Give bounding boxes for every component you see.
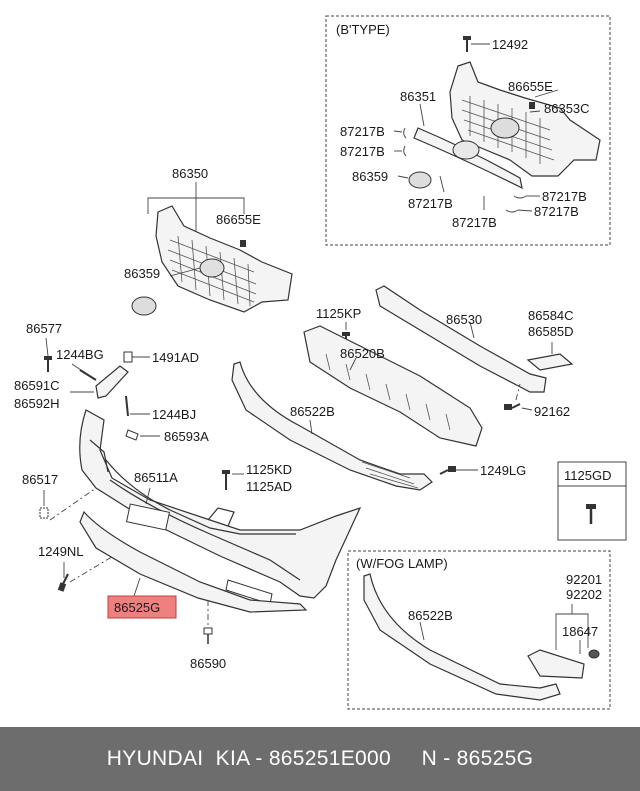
footer-catalog-code: N - 86525G <box>421 747 534 770</box>
label-87217b-5: 87217B <box>542 189 587 204</box>
footer-brand-part-number: HYUNDAI KIA - 865251E000 <box>106 747 391 770</box>
label-1249lg: 1249LG <box>480 463 526 478</box>
absorber-86520b <box>303 325 483 447</box>
label-92162: 92162 <box>534 404 570 419</box>
inset-fog-title: (W/FOG LAMP) <box>356 556 448 571</box>
label-86655e-main: 86655E <box>216 212 261 227</box>
label-18647: 18647 <box>562 624 598 639</box>
footer-gap <box>391 747 422 771</box>
screw-1249lg <box>439 466 456 475</box>
label-92202: 92202 <box>566 587 602 602</box>
fog-lamp-bolt <box>588 649 600 659</box>
emblem-86359-btype <box>452 140 480 160</box>
emblem-on-main-grille <box>199 258 225 278</box>
label-86591c: 86591C <box>14 378 60 393</box>
bracket-86591c <box>95 365 129 399</box>
lower-lip-86525g <box>79 510 308 613</box>
skid-plate-86522b <box>231 361 433 491</box>
label-86517: 86517 <box>22 472 58 487</box>
label-86584c: 86584C <box>528 308 574 323</box>
label-86522b-fog: 86522B <box>408 608 453 623</box>
screw-1244bj <box>125 395 129 417</box>
label-86577: 86577 <box>26 321 62 336</box>
screw-12492 <box>463 36 471 52</box>
fog-lamp-92201 <box>527 649 585 679</box>
label-86350: 86350 <box>172 166 208 181</box>
label-86520b: 86520B <box>340 346 385 361</box>
label-86592h: 86592H <box>14 396 60 411</box>
label-1244bj: 1244BJ <box>152 407 196 422</box>
label-86585d: 86585D <box>528 324 574 339</box>
clip-86590 <box>203 627 213 644</box>
label-86590: 86590 <box>190 656 226 671</box>
label-86359-btype: 86359 <box>352 169 388 184</box>
label-1491ad: 1491AD <box>152 350 199 365</box>
label-92201: 92201 <box>566 572 602 587</box>
footer-bar: HYUNDAI KIA - 865251E000 N - 86525G <box>0 727 640 791</box>
beam-86530 <box>375 285 547 393</box>
highlight-badge-86525g <box>107 595 177 619</box>
main-grille-86350 <box>155 205 293 313</box>
bumper-center-tab <box>207 507 235 527</box>
absorber-ribs <box>325 353 451 431</box>
clip-86517 <box>39 507 49 519</box>
screw-1249nl <box>57 573 69 592</box>
label-86525g: 86525G <box>114 600 160 615</box>
label-1249nl: 1249NL <box>38 544 84 559</box>
emblem-86359-loose <box>408 171 432 189</box>
license-plate-recess <box>125 503 171 531</box>
label-1125kd: 1125KD <box>246 462 292 477</box>
part-86593a <box>125 429 139 441</box>
inset-btype-frame <box>325 15 611 246</box>
label-1244bg: 1244BG <box>56 347 104 362</box>
bolt-86577 <box>44 356 52 372</box>
inset-fog-frame <box>347 550 611 710</box>
btype-emblem-on-grille <box>490 117 520 139</box>
label-87217b-1: 87217B <box>340 124 385 139</box>
bolt-92162 <box>504 403 521 410</box>
bolt-1125kd <box>222 470 230 490</box>
btype-grille <box>449 61 601 177</box>
screw-1244bg <box>79 369 97 381</box>
label-86593a: 86593A <box>164 429 209 444</box>
clip-1125gd-icon <box>586 504 596 524</box>
clip-1491ad <box>123 351 133 363</box>
label-86353c: 86353C <box>544 101 590 116</box>
clip-87217b-a <box>403 127 407 139</box>
bumper-side-flange <box>89 439 109 473</box>
clip-box-1125gd <box>557 461 627 541</box>
clip-86655e-main <box>240 240 246 247</box>
label-86530: 86530 <box>446 312 482 327</box>
label-12492: 12492 <box>492 37 528 52</box>
label-86351: 86351 <box>400 89 436 104</box>
diagram-canvas: (B'TYPE) 12492 86655E 86351 86353C 86359… <box>14 15 627 710</box>
emblem-86359-main <box>131 296 157 316</box>
label-87217b-4: 87217B <box>452 215 497 230</box>
label-86511a: 86511A <box>134 470 178 485</box>
label-86359-main: 86359 <box>124 266 160 281</box>
bumper-upper-line <box>105 459 296 535</box>
label-86522b-main: 86522B <box>290 404 335 419</box>
clip-86655e-btype <box>529 102 535 109</box>
label-87217b-6: 87217B <box>534 204 579 219</box>
label-87217b-3: 87217B <box>408 196 453 211</box>
label-86655e-btype: 86655E <box>508 79 553 94</box>
clip-87217b-b <box>403 145 407 157</box>
label-1125ad: 1125AD <box>246 479 292 494</box>
bracket-86584c <box>526 353 574 371</box>
label-87217b-2: 87217B <box>340 144 385 159</box>
skid-plate-slots <box>361 461 419 489</box>
label-1125kp: 1125KP <box>316 306 361 321</box>
label-1125gd: 1125GD <box>564 468 611 483</box>
bumper-cover-86511a <box>79 409 362 599</box>
inset-btype-title: (B'TYPE) <box>336 22 390 37</box>
skid-plate-86522b-fog <box>363 573 561 701</box>
